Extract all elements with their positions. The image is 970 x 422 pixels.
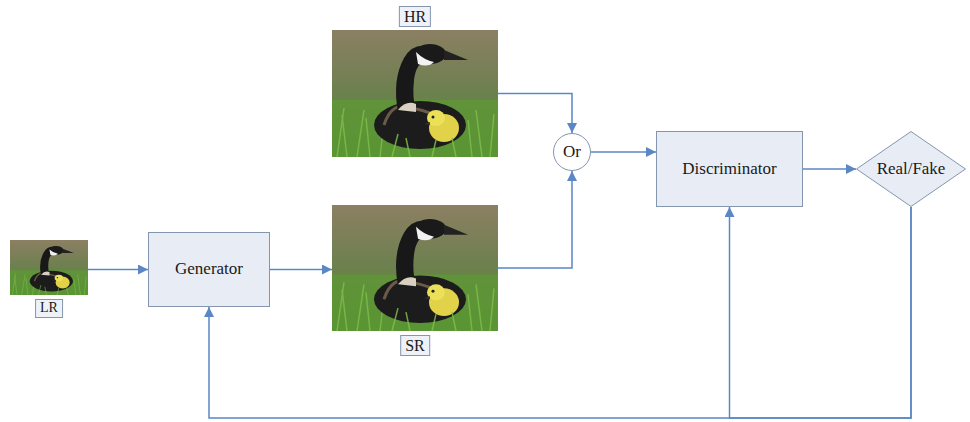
connector-arrow (803, 168, 856, 170)
image-label: SR (400, 335, 430, 356)
connector-arrow (730, 207, 912, 418)
connector-arrow (498, 94, 572, 134)
connector-arrow (88, 269, 148, 271)
node-text: Discriminator (682, 159, 776, 179)
connector-arrow (270, 269, 332, 271)
connector-arrow (209, 207, 911, 418)
image-label: HR (399, 6, 431, 27)
node-text: Real/Fake (877, 159, 946, 179)
node-text: Generator (175, 259, 243, 279)
hr-image: HR (332, 30, 498, 157)
decision-diamond: Real/Fake (856, 131, 966, 207)
connector-arrow (498, 171, 572, 268)
connector-arrow (591, 151, 656, 153)
sr-image: SR (332, 205, 498, 331)
node-text: Or (563, 142, 581, 162)
process-box: Generator (148, 232, 270, 307)
or-circle: Or (553, 133, 591, 171)
image-label: LR (35, 299, 63, 318)
lr-image: LR (10, 240, 88, 295)
process-box: Discriminator (656, 131, 803, 207)
